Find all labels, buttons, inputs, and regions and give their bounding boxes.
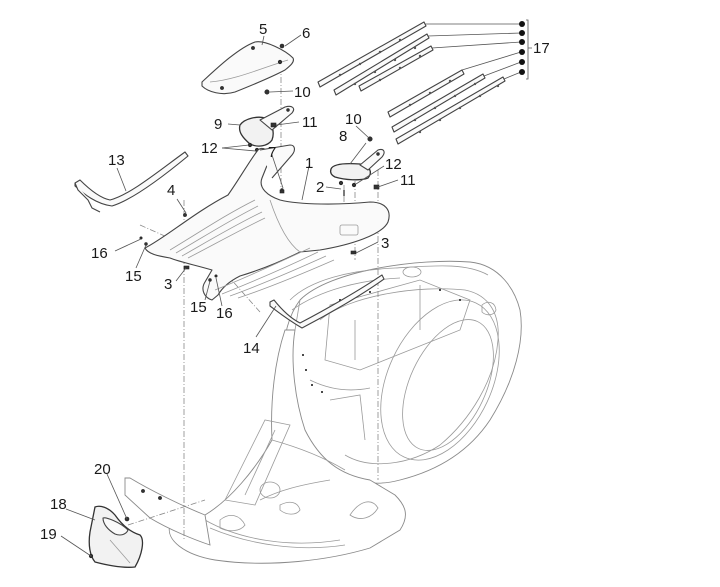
part-9-left-footrest[interactable]: [238, 105, 295, 147]
callout-18: 18: [50, 496, 67, 513]
part-14-right-trim[interactable]: [269, 274, 385, 329]
callout-4: 4: [167, 182, 175, 199]
callout-3b: 3: [381, 235, 389, 252]
callout-14: 14: [243, 340, 260, 357]
part-6-screw[interactable]: [279, 43, 285, 49]
callout-6: 6: [302, 25, 310, 42]
callout-17: 17: [533, 40, 550, 57]
part-13-left-trim[interactable]: [74, 151, 189, 213]
callout-10b: 10: [345, 111, 362, 128]
part-4-screw[interactable]: [183, 213, 187, 217]
part-3-clip-nut-b[interactable]: [350, 250, 357, 255]
part-18-front-lower-cover[interactable]: [88, 505, 144, 568]
callout-8: 8: [339, 128, 347, 145]
callout-16b: 16: [216, 305, 233, 322]
callout-10a: 10: [294, 84, 311, 101]
part-16-washer-a[interactable]: [139, 236, 143, 240]
part-2-screw[interactable]: [338, 180, 345, 196]
part-16-washer-b[interactable]: [214, 274, 218, 278]
callout-9: 9: [214, 116, 222, 133]
part-15-screw-b[interactable]: [208, 278, 212, 282]
callout-3a: 3: [164, 276, 172, 293]
callout-15b: 15: [190, 299, 207, 316]
callout-16a: 16: [91, 245, 108, 262]
part-17-bullets: [519, 21, 525, 75]
part-3-clip-nut-a[interactable]: [183, 265, 190, 270]
callout-1: 1: [305, 155, 313, 172]
callout-13: 13: [108, 152, 125, 169]
callout-15a: 15: [125, 268, 142, 285]
callout-5: 5: [259, 21, 267, 38]
part-11-clip-nut-a[interactable]: [270, 122, 277, 128]
callout-labels: 5 6 10 9 11 12 7 1 10 8 12 2 11 3 13 4 1…: [40, 21, 550, 543]
part-17-rubber-strips[interactable]: [317, 19, 532, 145]
callout-12b: 12: [385, 156, 402, 173]
callout-11b: 11: [400, 172, 416, 189]
callout-19: 19: [40, 526, 57, 543]
part-15-screw-a[interactable]: [144, 242, 148, 246]
callout-2: 2: [316, 179, 324, 196]
part-7-clip[interactable]: [279, 189, 285, 194]
part-5-tunnel-cover[interactable]: [201, 41, 294, 95]
leader-lines: [60, 34, 399, 557]
callout-7: 7: [268, 144, 276, 161]
scooter-body-frame: [124, 260, 522, 564]
part-10-screw-a[interactable]: [264, 89, 270, 95]
part-8-right-footrest[interactable]: [329, 148, 385, 181]
callout-12a: 12: [201, 140, 218, 157]
callout-11a: 11: [302, 114, 318, 131]
part-12-screw-b[interactable]: [351, 182, 357, 188]
part-1-central-footboard[interactable]: [144, 144, 390, 301]
callout-20: 20: [94, 461, 111, 478]
